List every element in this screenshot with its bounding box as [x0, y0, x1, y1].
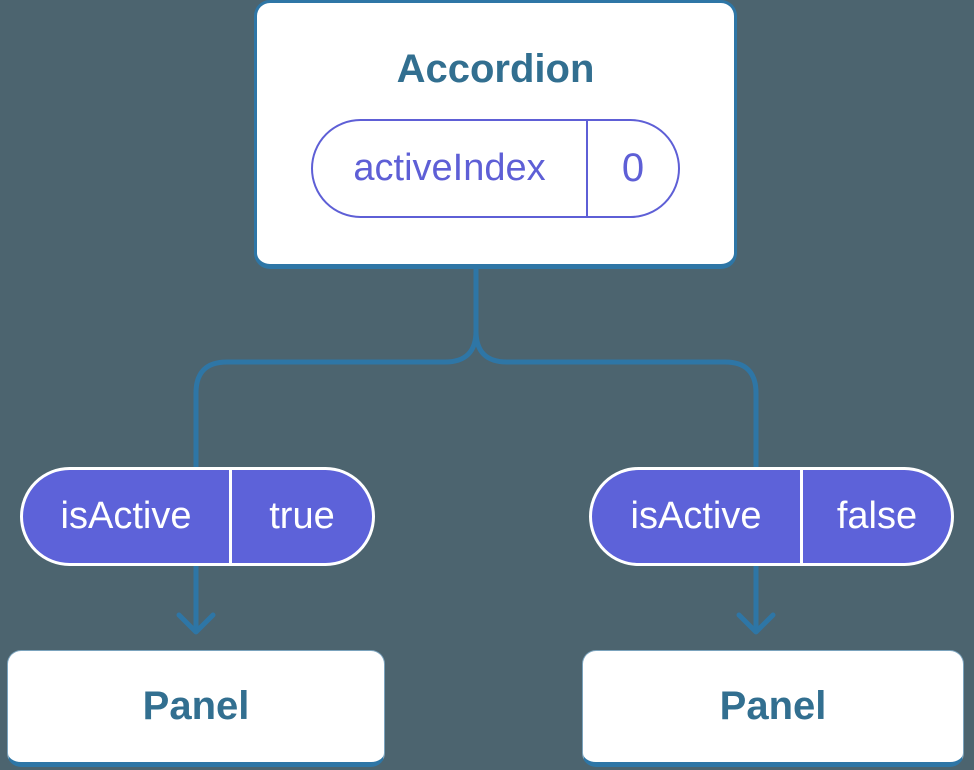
prop-pill-isactive-true: isActive true [20, 467, 375, 566]
state-pill-name: activeIndex [353, 147, 546, 189]
arrowhead-left-icon [176, 612, 216, 635]
prop-pill-value: false [836, 495, 918, 537]
panel-component-card-left: Panel [7, 650, 385, 767]
prop-pill-name: isActive [630, 495, 762, 537]
accordion-title: Accordion [396, 47, 595, 91]
state-pill-value: 0 [621, 146, 645, 190]
prop-pill-isactive-false: isActive false [589, 467, 954, 566]
panel-title: Panel [719, 684, 827, 728]
state-pill-activeindex: activeIndex 0 [311, 119, 680, 218]
state-pill-divider [586, 121, 588, 216]
panel-title: Panel [142, 684, 250, 728]
arrowhead-right-icon [736, 612, 776, 635]
prop-pill-name: isActive [60, 495, 192, 537]
panel-component-card-right: Panel [582, 650, 964, 767]
prop-pill-divider [229, 470, 232, 563]
connector-left-branch [193, 261, 479, 629]
prop-pill-value: true [269, 495, 335, 537]
connector-right-branch [473, 328, 759, 629]
prop-pill-divider [800, 470, 803, 563]
